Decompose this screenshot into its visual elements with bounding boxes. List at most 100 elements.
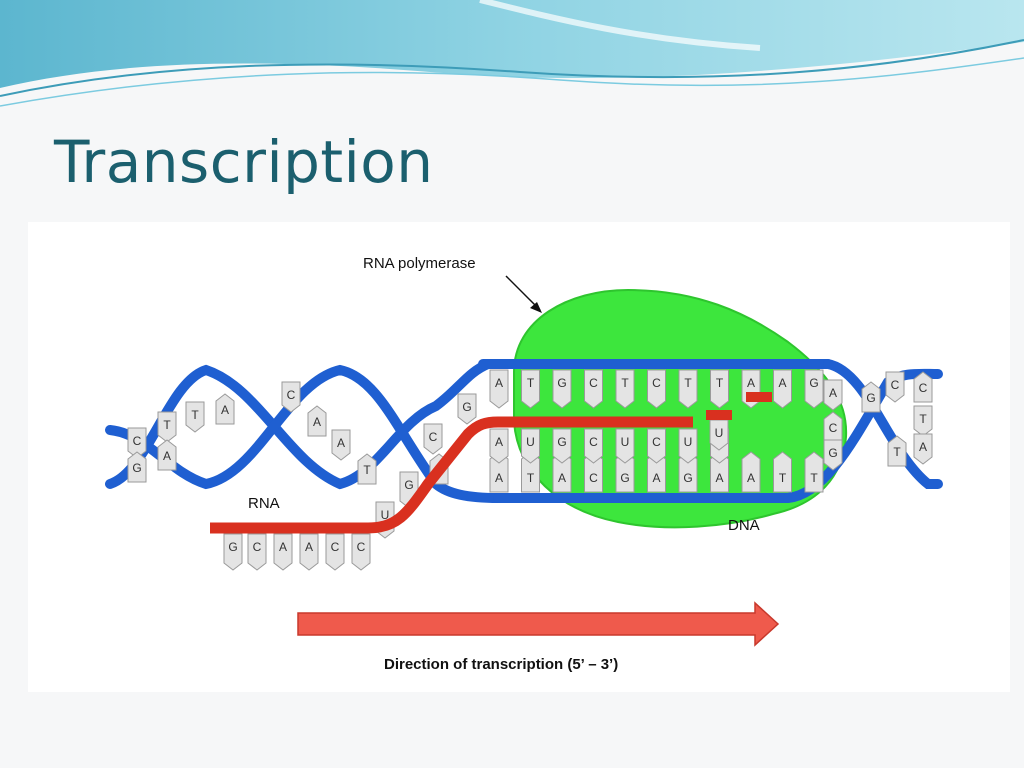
nucleotide-shape — [299, 533, 319, 571]
nucleotide-letter: T — [779, 471, 787, 485]
left-helix-base: C — [281, 381, 301, 413]
rna-paired-base: U — [678, 428, 698, 464]
nucleotide-letter: A — [221, 403, 229, 417]
nucleotide-letter: T — [684, 376, 692, 390]
template-strand-base: T — [773, 451, 792, 493]
rna-trailing-base: C — [351, 533, 371, 571]
nucleotide-shape — [351, 533, 371, 571]
nucleotide-shape — [584, 369, 603, 409]
nucleotide-letter: A — [919, 440, 927, 454]
nucleotide-letter: G — [683, 471, 692, 485]
nucleotide-shape — [127, 451, 147, 483]
nucleotide-shape — [281, 381, 301, 413]
coding-strand-base: A — [741, 369, 761, 409]
coding-strand-base: A — [773, 369, 792, 409]
polymerase-label: RNA polymerase — [363, 255, 476, 272]
right-helix-base: T — [913, 405, 933, 437]
nucleotide-letter: A — [778, 376, 786, 390]
nucleotide-shape — [423, 423, 443, 455]
nucleotide-shape — [861, 381, 881, 413]
nucleotide-letter: A — [558, 471, 566, 485]
dna-backbone-right-a — [823, 359, 943, 489]
direction-caption: Direction of transcription (5’ – 3’) — [384, 656, 618, 673]
nucleotide-letter: A — [495, 435, 503, 449]
nucleotide-letter: G — [866, 391, 875, 405]
rna-strand — [210, 416, 693, 534]
rna-trailing-base: C — [247, 533, 267, 571]
nucleotide-letter: C — [652, 435, 661, 449]
nucleotide-shape — [678, 428, 698, 464]
right-helix-base: A — [823, 379, 843, 411]
nucleotide-letter: C — [891, 378, 900, 392]
coding-strand-base: G — [552, 369, 572, 409]
rna-label: RNA — [248, 495, 280, 512]
right-helix-base: G — [823, 439, 843, 471]
nucleotide-shape — [331, 429, 351, 461]
left-helix-base: A — [331, 429, 351, 461]
dna-label: DNA — [728, 517, 760, 534]
nucleotide-letter: C — [589, 435, 598, 449]
nucleotide-letter: C — [331, 540, 340, 554]
nucleotide-shape — [223, 533, 243, 571]
nucleotide-letter: T — [893, 445, 901, 459]
slide-title: Transcription — [54, 128, 434, 196]
rna-paired-base: G — [552, 428, 572, 464]
nucleotide-letter: A — [495, 376, 503, 390]
nucleotide-shape — [552, 369, 572, 409]
nucleotide-letter: T — [191, 408, 199, 422]
nucleotide-letter: A — [652, 471, 660, 485]
nucleotide-letter: G — [557, 376, 566, 390]
left-helix-base: T — [185, 401, 205, 433]
nucleotide-letter: A — [279, 540, 287, 554]
nucleotide-letter: T — [919, 412, 927, 426]
nucleotide-letter: G — [462, 400, 471, 414]
rna-trailing-base: A — [273, 533, 293, 571]
left-helix-base: T — [357, 453, 377, 485]
right-helix-base: C — [913, 371, 933, 403]
nucleotide-letter: T — [527, 471, 535, 485]
nucleotide-letter: T — [363, 463, 371, 477]
nucleotide-letter: T — [527, 376, 535, 390]
coding-strand-base: T — [615, 369, 635, 409]
nucleotide-shape — [647, 428, 666, 464]
nucleotide-letter: G — [132, 461, 141, 475]
nucleotide-shape — [584, 428, 603, 464]
coding-strand-base: T — [710, 369, 729, 409]
left-helix-base: T — [157, 411, 177, 443]
nucleotide-letter: C — [357, 540, 366, 554]
coding-strand-base: A — [489, 369, 509, 409]
right-helix-base: G — [861, 381, 881, 413]
rna-trailing-base: A — [299, 533, 319, 571]
nucleotide-letter: G — [828, 446, 837, 460]
direction-arrow — [297, 601, 780, 647]
coding-strand-base: C — [584, 369, 603, 409]
nucleotide-letter: A — [747, 471, 755, 485]
incoming-nucleotide-bar-2 — [746, 392, 772, 402]
nucleotide-shape — [215, 393, 235, 425]
nucleotide-shape — [521, 369, 540, 409]
nucleotide-letter: A — [715, 471, 723, 485]
nucleotide-shape — [307, 405, 327, 437]
nucleotide-shape — [489, 369, 509, 409]
polymerase-pointer-arrowhead — [530, 302, 542, 313]
nucleotide-letter: C — [919, 381, 928, 395]
rna-trailing-base: G — [223, 533, 243, 571]
nucleotide-letter: T — [621, 376, 629, 390]
nucleotide-shape — [357, 453, 377, 485]
nucleotide-shape — [157, 439, 177, 471]
nucleotide-shape — [325, 533, 345, 571]
nucleotide-letter: C — [429, 430, 438, 444]
nucleotide-shape — [913, 371, 933, 403]
nucleotide-letter: G — [809, 376, 818, 390]
nucleotide-shape — [185, 401, 205, 433]
rna-paired-base: U — [615, 428, 635, 464]
nucleotide-letter: C — [287, 388, 296, 402]
rna-paired-base: A — [489, 428, 509, 464]
nucleotide-letter: A — [313, 415, 321, 429]
nucleotide-shape — [615, 428, 635, 464]
nucleotide-shape — [710, 369, 729, 409]
nucleotide-letter: A — [747, 376, 755, 390]
nucleotide-shape — [887, 435, 907, 467]
left-helix-base: C — [127, 427, 147, 459]
nucleotide-shape — [678, 369, 698, 409]
